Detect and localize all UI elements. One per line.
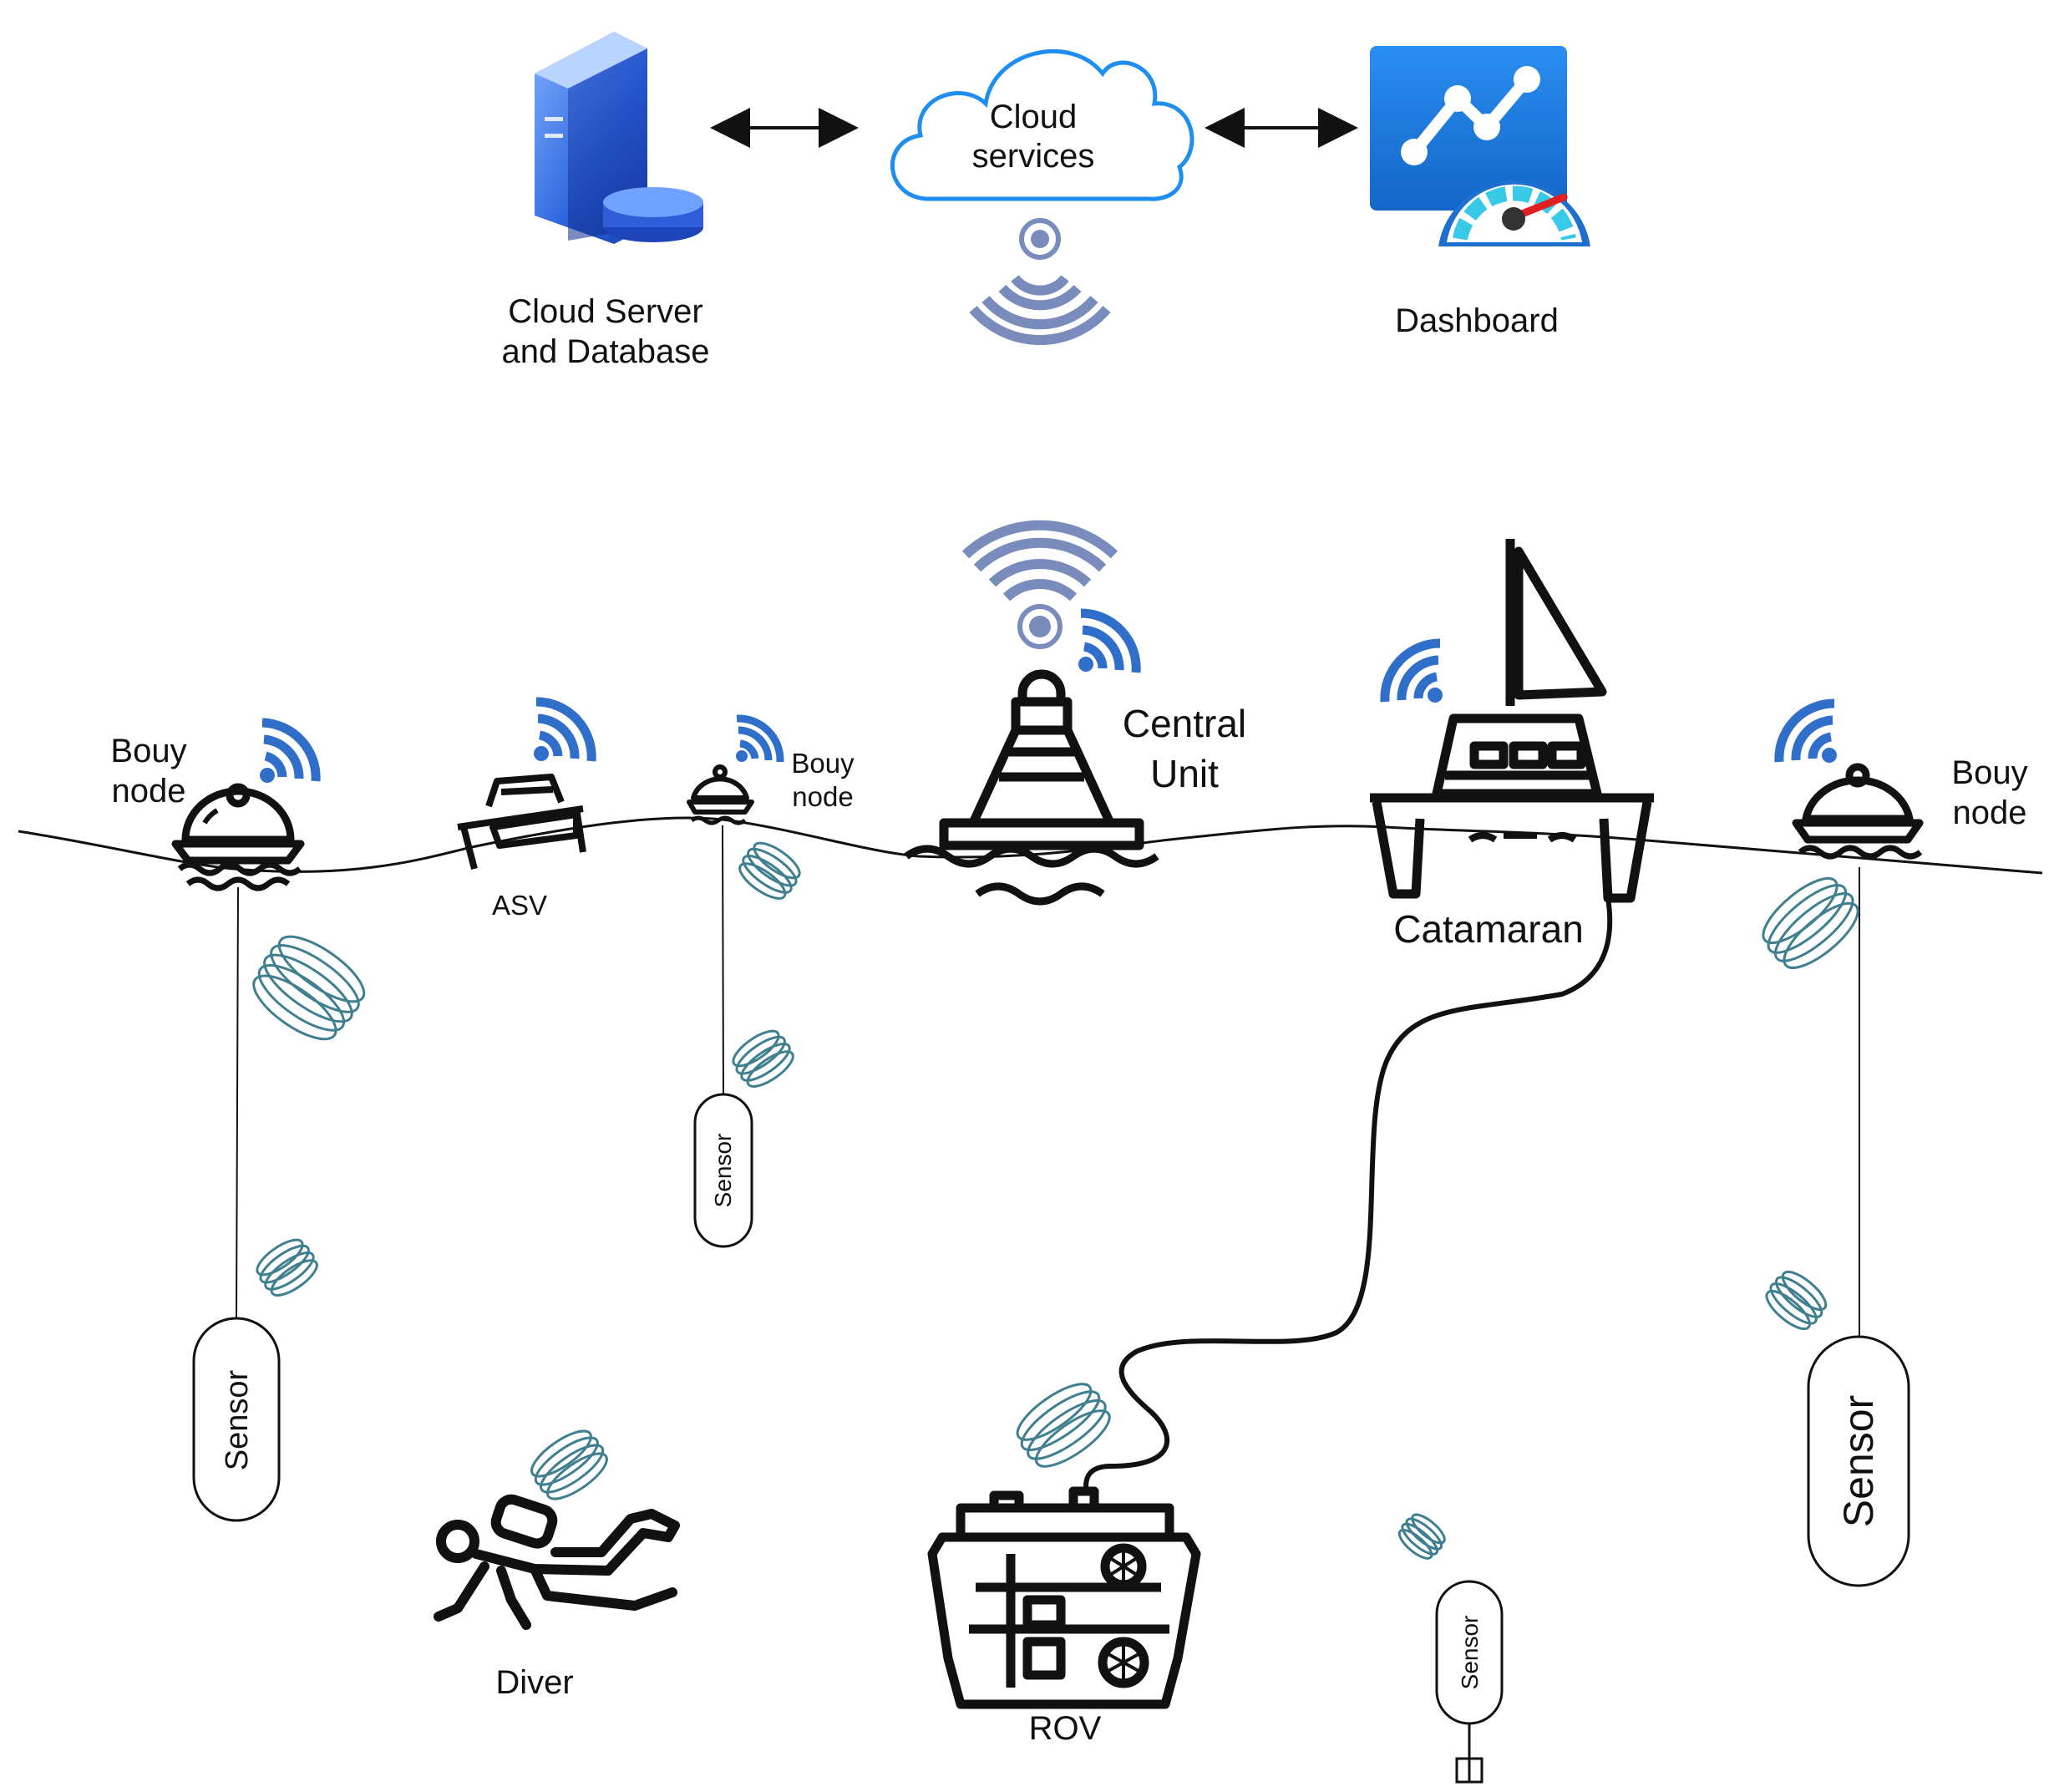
cloud-services-line1: Cloud <box>990 99 1078 135</box>
sensor-tether-left <box>236 886 239 1319</box>
buoy-icon-mid <box>687 764 754 825</box>
catamaran-icon <box>1370 539 1654 903</box>
cloud-icon <box>890 49 1194 201</box>
buoy-icon-right <box>1792 763 1924 860</box>
dashboard-chart-icon <box>1370 46 1590 246</box>
wifi-icon <box>534 697 596 762</box>
acoustic-wave-icon <box>1765 1270 1828 1331</box>
cloud-services-line2: services <box>972 138 1095 175</box>
acoustic-wave-icon <box>530 1429 608 1500</box>
sensor-mid: Sensor <box>693 1093 753 1248</box>
central-unit-line1: Central <box>1123 702 1246 745</box>
asv-label: ASV <box>492 890 547 921</box>
wifi-icon <box>736 714 784 763</box>
acoustic-wave-icon <box>732 1029 794 1088</box>
wifi-icon <box>969 218 1111 345</box>
acoustic-wave-icon <box>1762 876 1859 969</box>
sensor-bottom: Sensor <box>1435 1580 1504 1784</box>
central-buoy-icon <box>904 669 1159 906</box>
dashboard-label: Dashboard <box>1395 302 1559 339</box>
diver-label: Diver <box>495 1664 573 1701</box>
acoustic-wave-icon <box>738 841 801 900</box>
rov-label: ROV <box>1029 1710 1102 1747</box>
wifi-icon <box>961 520 1118 649</box>
central-unit-line2: Unit <box>1150 752 1219 795</box>
sea-surface-line <box>18 816 2043 875</box>
bouy-left-line1: Bouy <box>110 733 186 769</box>
wifi-icon <box>260 718 321 783</box>
rov-icon <box>927 1486 1201 1709</box>
diver-icon <box>434 1494 680 1630</box>
catamaran-label: Catamaran <box>1393 907 1584 951</box>
sensor-mid-label: Sensor <box>710 1134 736 1208</box>
acoustic-wave-icon <box>252 935 366 1041</box>
buoy-icon-left <box>171 783 305 891</box>
wifi-icon <box>1380 638 1443 703</box>
bouy-left-line2: node <box>112 773 186 810</box>
server-database-icon <box>535 32 703 244</box>
wifi-icon <box>1078 608 1141 673</box>
bouy-mid-line1: Bouy <box>791 748 855 779</box>
acoustic-wave-icon <box>1397 1513 1446 1560</box>
bouy-mid-line2: node <box>792 781 853 812</box>
sensor-right: Sensor <box>1807 1335 1910 1587</box>
rov-tether <box>1083 897 1613 1492</box>
acoustic-wave-icon <box>256 1238 318 1297</box>
sensor-bottom-label: Sensor <box>1457 1616 1483 1690</box>
acoustic-wave-icon <box>1016 1383 1111 1468</box>
sensor-right-label: Sensor <box>1835 1395 1882 1527</box>
bouy-right-line1: Bouy <box>1951 754 2027 791</box>
asv-icon <box>457 774 586 871</box>
sensor-left-label: Sensor <box>220 1369 255 1470</box>
server-label-line2: and Database <box>501 333 709 370</box>
wifi-icon <box>1774 698 1837 763</box>
server-label-line1: Cloud Server <box>508 293 702 330</box>
bouy-right-line2: node <box>1953 794 2027 831</box>
sensor-left: Sensor <box>192 1317 281 1522</box>
